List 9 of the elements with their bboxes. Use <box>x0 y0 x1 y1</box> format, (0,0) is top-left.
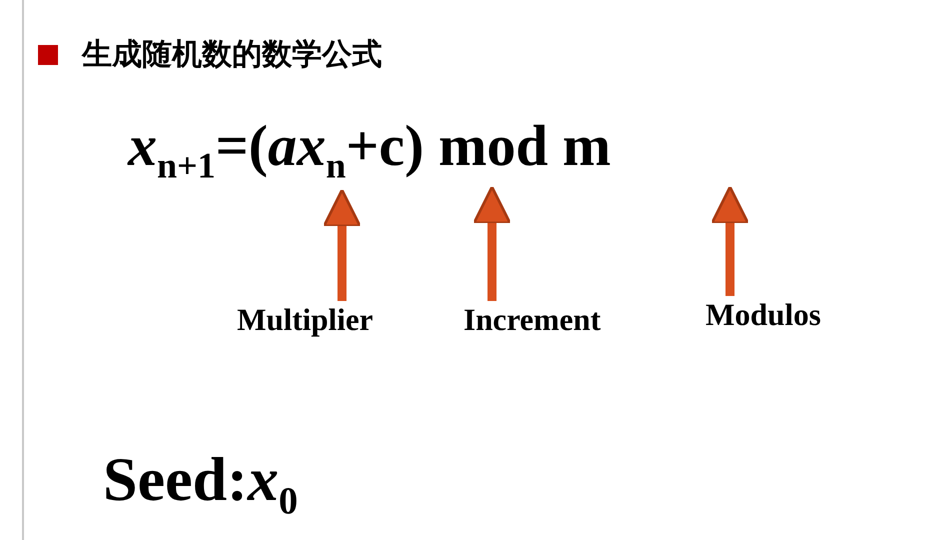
part-label: Multiplier <box>237 303 374 338</box>
arrow <box>472 186 512 301</box>
seed-formula: Seed:x$_{0}$ <box>103 445 298 524</box>
formula: x$_{n+1}$=(ax$_{n}$+c) mod m <box>128 112 611 187</box>
slide-title: 生成随机数的数学公式 <box>82 36 382 74</box>
arrow <box>710 186 750 296</box>
part-label: Modulos <box>706 298 821 332</box>
arrow <box>322 188 362 301</box>
part-label: Increment <box>464 303 601 338</box>
